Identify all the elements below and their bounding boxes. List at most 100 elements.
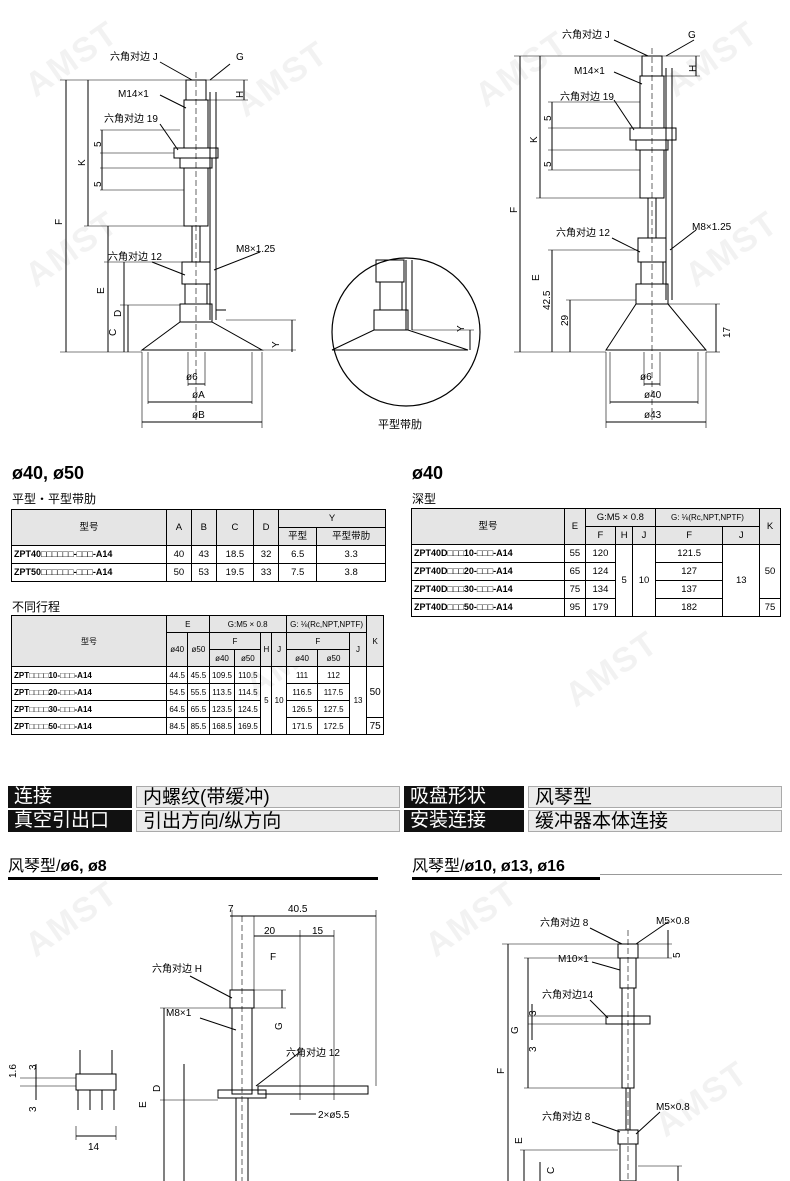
subsection-prefix: 风琴型/ xyxy=(8,858,61,875)
five-label-4: 5 xyxy=(672,952,683,958)
v14-label: 14 xyxy=(88,1142,100,1153)
cell: 171.5 xyxy=(285,717,319,735)
cell: 6.5 xyxy=(278,545,318,564)
th-a: A xyxy=(166,509,192,546)
cell: 64.5 xyxy=(165,700,189,718)
v7-label: 7 xyxy=(228,904,234,915)
cell: 65 xyxy=(564,562,586,581)
th-j2: J xyxy=(348,632,368,667)
cell: 40 xyxy=(166,545,192,564)
m14-label-2: M14×1 xyxy=(574,66,605,77)
cell-model: ZPT40□□□□□□-□□□-A14 xyxy=(11,545,167,564)
f-label-4: F xyxy=(496,1068,507,1074)
m8-label-3: M8×1 xyxy=(166,1008,192,1019)
cell: 137 xyxy=(654,580,724,599)
bellows-large-drawing: 六角对边 8 M5×0.8 M10×1 六角对边14 5 G 3 3 F 六角对… xyxy=(496,916,690,1181)
y-label: Y xyxy=(271,341,282,348)
cell-model: ZPT40D□□□20-□□□-A14 xyxy=(411,562,565,581)
th-model: 型号 xyxy=(11,615,167,667)
cell: 65.5 xyxy=(187,700,210,718)
table-row: ZPT50□□□□□□-□□□-A14 50 53 19.5 33 7.5 3.… xyxy=(11,563,386,582)
table-row: ZPT40D□□□30-□□□-A14 75 134 137 xyxy=(411,580,781,599)
f-label-2: F xyxy=(509,207,520,213)
band-label-pad-shape: 吸盘形状 xyxy=(404,786,524,808)
cell: 112 xyxy=(317,666,350,684)
table2: 型号 E G:M5 × 0.8 G: ⅛(Rc,NPT,NPTF) K ø40 … xyxy=(11,615,384,735)
cell: 33 xyxy=(253,563,280,582)
g-label: G xyxy=(236,52,244,63)
table-row: ZPT40D□□□10-□□□-A14 55 120 5 10 121.5 13… xyxy=(411,544,781,617)
v3a-label: 3 xyxy=(28,1064,39,1070)
cell-model: ZPT□□□□30-□□□-A14 xyxy=(11,700,167,718)
th-f: F xyxy=(584,526,617,545)
deep-pad-drawing: 六角对边 J G H M14×1 六角对边 19 5 5 K F E 42.5 … xyxy=(509,28,733,428)
cell-k: 50 xyxy=(366,666,384,718)
cell: 116.5 xyxy=(285,683,319,701)
cell: 179 xyxy=(584,598,617,617)
three-b-label: 3 xyxy=(528,1046,539,1052)
hex12-label-2: 六角对边 12 xyxy=(556,226,610,239)
table-row: ZPT□□□□50-□□□-A14 84.5 85.5 168.5 169.5 … xyxy=(11,717,384,735)
cell: 121.5 xyxy=(654,544,724,563)
th-g18: G: ⅛(Rc,NPT,NPTF) xyxy=(654,508,761,527)
subsection-prefix: 风琴型/ xyxy=(412,858,465,875)
c-label: C xyxy=(108,329,119,336)
cell: 111 xyxy=(285,666,319,684)
divider xyxy=(600,874,782,875)
th-rib: 平型带肋 xyxy=(316,527,386,546)
th-gm5: G:M5 × 0.8 xyxy=(208,615,287,633)
cell-model: ZPT40D□□□50-□□□-A14 xyxy=(411,598,565,617)
subsection-bellows-large: 风琴型/ø10, ø13, ø16 xyxy=(412,852,600,880)
cell-model: ZPT50□□□□□□-□□□-A14 xyxy=(11,563,167,582)
cell-model: ZPT40D□□□10-□□□-A14 xyxy=(411,544,565,563)
dA-label: øA xyxy=(192,390,205,401)
detail-y-label: Y xyxy=(456,325,467,332)
cell-j2: 13 xyxy=(348,666,368,735)
th-flat: 平型 xyxy=(278,527,318,546)
th-c: C xyxy=(215,509,255,546)
th-f40: ø40 xyxy=(208,649,236,667)
cell: 182 xyxy=(654,598,724,617)
th-g50: ø50 xyxy=(317,649,350,667)
cell: 109.5 xyxy=(208,666,236,684)
cell-model: ZPT□□□□50-□□□-A14 xyxy=(11,717,167,735)
th-j2: J xyxy=(722,526,761,545)
table-row: ZPT□□□□20-□□□-A14 54.5 55.5 113.5 114.5 … xyxy=(11,683,384,701)
five-b-label: 5 xyxy=(93,181,104,187)
th-k: K xyxy=(759,508,781,545)
e-label-4: E xyxy=(514,1137,525,1144)
cell-j: 10 xyxy=(632,544,656,617)
cell-j: 10 xyxy=(271,666,287,735)
d-label: D xyxy=(113,310,124,317)
cell: 3.8 xyxy=(316,563,386,582)
five-a-label: 5 xyxy=(93,141,104,147)
k-label-2: K xyxy=(529,136,540,143)
five-b-label-2: 5 xyxy=(543,161,554,167)
cell: 127.5 xyxy=(317,700,350,718)
v20-label: 20 xyxy=(264,926,276,937)
cell-model: ZPT□□□□20-□□□-A14 xyxy=(11,683,167,701)
table-row: ZPT40□□□□□□-□□□-A14 40 43 18.5 32 6.5 3.… xyxy=(11,545,386,564)
cell: 110.5 xyxy=(234,666,262,684)
hex12-label-3: 六角对边 12 xyxy=(286,1046,340,1059)
table3-title: ø40 xyxy=(412,463,444,483)
d6-label-2: ø6 xyxy=(640,372,652,383)
table-row: ZPT□□□□30-□□□-A14 64.5 65.5 123.5 124.5 … xyxy=(11,700,384,718)
cell: 45.5 xyxy=(187,666,210,684)
v15-label: 15 xyxy=(312,926,324,937)
m10-label: M10×1 xyxy=(558,954,589,965)
cell: 3.3 xyxy=(316,545,386,564)
cell: 55 xyxy=(564,544,586,563)
cell: 126.5 xyxy=(285,700,319,718)
cell-model: ZPT□□□□10-□□□-A14 xyxy=(11,666,167,684)
band-value-pad-shape: 风琴型 xyxy=(528,786,782,808)
th-f2: F xyxy=(654,526,724,545)
th-e40: ø40 xyxy=(165,632,189,667)
th-gm5: G:M5 × 0.8 xyxy=(584,508,656,527)
cell: 54.5 xyxy=(165,683,189,701)
th-f: F xyxy=(208,632,262,650)
band-value-vacuum-port: 引出方向/纵方向 xyxy=(136,810,400,832)
th-model: 型号 xyxy=(411,508,565,545)
three-a-label: 3 xyxy=(528,1010,539,1016)
g-label-2: G xyxy=(688,30,696,41)
